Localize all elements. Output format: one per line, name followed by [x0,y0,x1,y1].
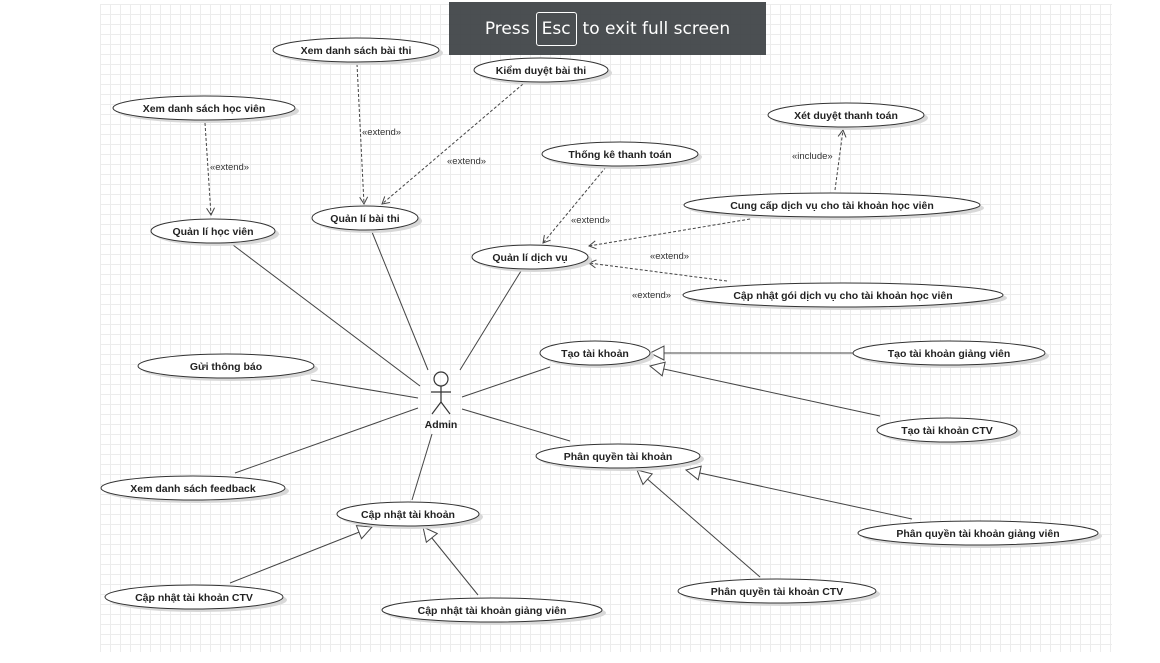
generalizations [229,345,913,596]
use-case-label: Xem danh sách học viên [143,103,266,115]
use-case-cap-nhat-tai-khoan[interactable]: Cập nhật tài khoản [336,501,483,529]
use-case-label: Cung cấp dịch vụ cho tài khoản học viên [730,200,934,212]
use-case-tao-tai-khoan[interactable]: Tạo tài khoản [539,340,654,368]
dep-xem-ds-hoc-vien-extend [204,122,215,217]
stereotype-extend-label: «extend» [632,290,671,301]
use-case-cap-nhat-goi-dich-vu[interactable]: Cập nhật gói dịch vụ cho tài khoản học v… [682,282,1007,310]
dependencies [204,63,847,282]
gen-cap-nhat-tk-giang-vien [422,526,479,596]
associations [232,231,571,501]
gen-phan-quyen-tk-ctv [636,469,761,578]
use-case-label: Cập nhật tài khoản [361,509,455,521]
use-case-label: Xem danh sách feedback [130,483,256,495]
gen-tao-tk-ctv [648,361,881,417]
use-case-cap-nhat-tk-giang-vien[interactable]: Cập nhật tài khoản giảng viên [381,597,606,625]
use-case-label: Tạo tài khoản CTV [901,425,993,437]
use-case-tao-tk-ctv[interactable]: Tạo tài khoản CTV [876,417,1021,445]
assoc-xem-ds-feedback [234,407,419,474]
gen-cap-nhat-tk-ctv [229,525,374,584]
admin-actor[interactable]: Admin [425,371,458,431]
assoc-quan-li-hoc-vien [232,244,421,387]
stick-figure-icon [431,371,451,415]
dep-cung-cap-extend [588,218,751,250]
use-case-tao-tk-giang-vien[interactable]: Tạo tài khoản giảng viên [852,340,1049,368]
dep-cung-cap-include [834,129,847,191]
use-case-label: Quản lí dịch vụ [492,252,567,264]
use-case-label: Cập nhật tài khoản giảng viên [418,605,567,617]
use-case-label: Cập nhật tài khoản CTV [135,592,253,604]
use-case-label: Phân quyền tài khoản [564,451,673,463]
stereotype-extend-label: «extend» [210,162,249,173]
stereotype-extend-label: «extend» [650,251,689,262]
actor-label: Admin [425,419,458,431]
use-case-label: Xét duyệt thanh toán [794,110,898,122]
use-case-label: Phân quyền tài khoản giảng viên [896,528,1059,540]
assoc-quan-li-dich-vu [459,270,522,371]
banner-press-text: Press [484,18,530,39]
use-case-label: Tạo tài khoản giảng viên [888,348,1011,360]
esc-key-hint: Esc [535,11,577,46]
use-case-label: Quản lí học viên [172,226,253,238]
use-case-quan-li-hoc-vien[interactable]: Quản lí học viên [150,218,279,246]
stereotype-include-label: «include» [792,151,833,162]
use-case-gui-thong-bao[interactable]: Gửi thông báo [137,353,318,381]
use-case-kiem-duyet-bai-thi[interactable]: Kiểm duyệt bài thi [473,57,612,85]
assoc-tao-tai-khoan [461,366,551,398]
dep-kiem-duyet-extend [381,83,524,205]
dep-cap-nhat-goi-extend [588,259,728,282]
stereotype-labels: «extend» «extend» «extend» «extend» «ext… [210,127,833,301]
use-case-cung-cap-dich-vu[interactable]: Cung cấp dịch vụ cho tài khoản học viên [683,192,984,220]
use-case-thong-ke-thanh-toan[interactable]: Thống kê thanh toán [541,141,702,169]
use-case-xet-duyet-thanh-toan[interactable]: Xét duyệt thanh toán [767,102,928,130]
dep-thong-ke-extend [542,166,607,244]
stereotype-extend-label: «extend» [447,156,486,167]
use-case-phan-quyen-tai-khoan[interactable]: Phân quyền tài khoản [535,443,704,471]
use-case-label: Phân quyền tài khoản CTV [711,586,843,598]
use-case-quan-li-bai-thi[interactable]: Quản lí bài thi [311,205,422,233]
use-case-label: Xem danh sách bài thi [301,45,412,57]
gen-phan-quyen-tk-giang-vien [684,465,913,520]
use-case-label: Quản lí bài thi [330,213,400,225]
use-case-xem-ds-hoc-vien[interactable]: Xem danh sách học viên [112,95,299,123]
assoc-cap-nhat-tai-khoan [411,433,433,501]
use-case-label: Gửi thông báo [190,361,262,373]
use-case-xem-ds-bai-thi[interactable]: Xem danh sách bài thi [272,37,443,65]
use-case-xem-ds-feedback[interactable]: Xem danh sách feedback [100,475,289,503]
use-case-label: Kiểm duyệt bài thi [496,65,587,77]
use-case-phan-quyen-tk-ctv[interactable]: Phân quyền tài khoản CTV [677,578,880,606]
assoc-quan-li-bai-thi [371,231,429,371]
stereotype-extend-label: «extend» [571,215,610,226]
use-case-label: Thống kê thanh toán [568,149,671,161]
use-case-phan-quyen-tk-giang-vien[interactable]: Phân quyền tài khoản giảng viên [857,520,1102,548]
use-case-label: Cập nhật gói dịch vụ cho tài khoản học v… [733,290,952,302]
assoc-gui-thong-bao [310,379,419,399]
use-case-cap-nhat-tk-ctv[interactable]: Cập nhật tài khoản CTV [104,584,287,612]
banner-rest-text: to exit full screen [582,18,731,39]
stereotype-extend-label: «extend» [362,127,401,138]
fullscreen-exit-banner: Press Esc to exit full screen [449,2,766,55]
use-case-label: Tạo tài khoản [561,348,629,360]
use-case-quan-li-dich-vu[interactable]: Quản lí dịch vụ [471,244,592,272]
assoc-phan-quyen-tai-khoan [461,408,571,442]
dep-xem-ds-bai-thi-extend [356,63,369,206]
